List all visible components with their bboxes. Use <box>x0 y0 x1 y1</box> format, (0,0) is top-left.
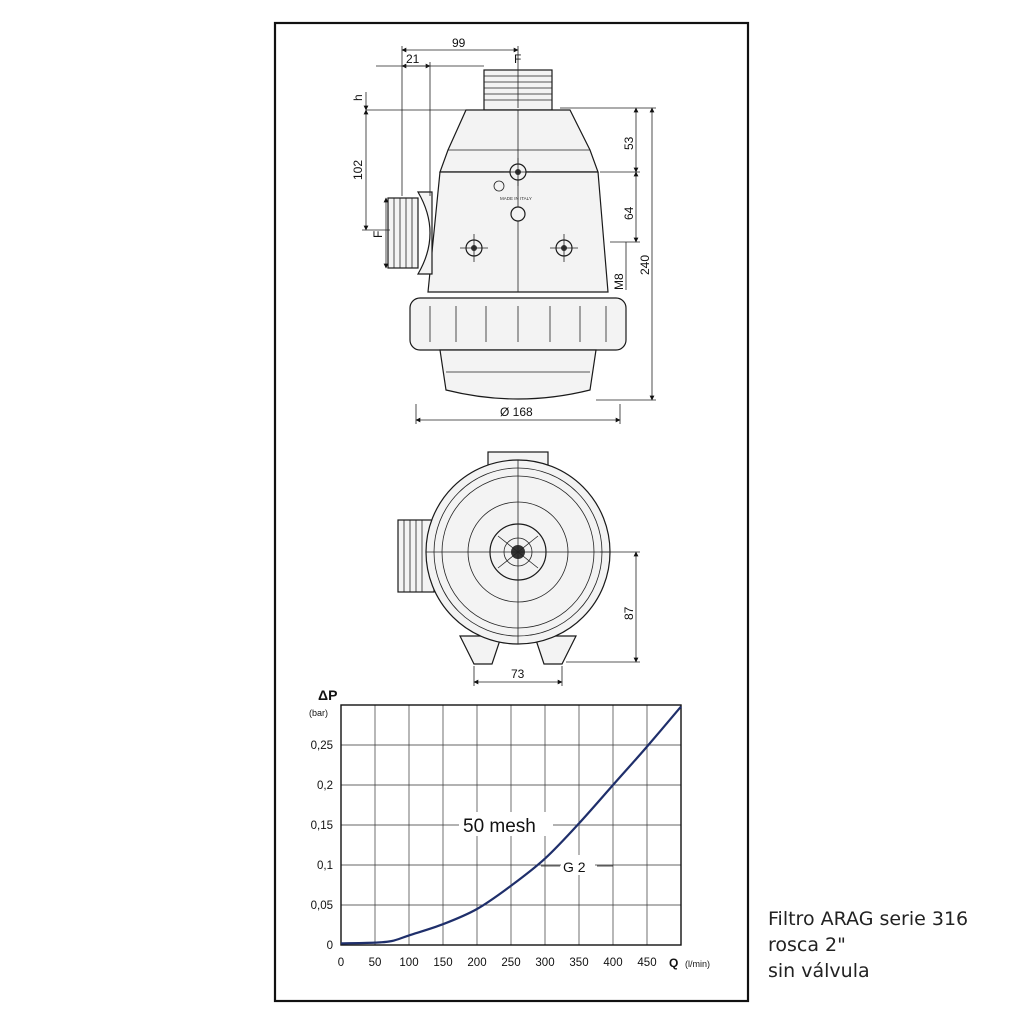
top-view-dimensions: 87 73 <box>473 551 640 686</box>
filter-top-view <box>397 451 611 665</box>
pressure-drop-chart: 0 50 100 150 200 250 300 350 400 450 0 0,05 0,1 0,15… <box>309 687 710 970</box>
filter-side-view: MADE IN ITALY <box>387 69 627 400</box>
product-caption: Filtro ARAG serie 316 rosca 2" sin válvu… <box>768 906 1018 984</box>
dim-h: h <box>351 94 365 101</box>
made-in-label: MADE IN ITALY <box>500 196 532 201</box>
dim-240: 240 <box>638 255 652 275</box>
dim-168: Ø 168 <box>500 405 533 419</box>
dim-m8: M8 <box>612 273 626 290</box>
x-tick-label: 150 <box>433 957 452 969</box>
y-tick-label: 0,15 <box>311 820 333 832</box>
y-tick-labels: 0 0,05 0,1 0,15 0,2 0,25 <box>311 740 333 952</box>
dim-99: 99 <box>452 36 466 50</box>
x-tick-label: 350 <box>569 957 588 969</box>
side-view-dimensions: 99 21 F h 102 F 53 64 M8 240 Ø 168 <box>351 36 656 424</box>
chart-plot-area <box>340 704 682 946</box>
y-axis-unit: (bar) <box>309 708 328 718</box>
dim-f-top: F <box>514 52 521 66</box>
caption-line-3: sin válvula <box>768 960 870 982</box>
x-tick-label: 200 <box>467 957 486 969</box>
x-tick-label: 400 <box>603 957 622 969</box>
x-tick-label: 100 <box>399 957 418 969</box>
mesh-annotation: 50 mesh <box>463 816 536 837</box>
x-tick-label: 0 <box>338 957 344 969</box>
dim-21: 21 <box>406 52 420 66</box>
dim-87: 87 <box>622 606 636 620</box>
y-tick-label: 0,2 <box>317 780 333 792</box>
bolt-icon <box>550 234 578 262</box>
bolt-icon <box>460 234 488 262</box>
y-tick-label: 0,25 <box>311 740 333 752</box>
x-tick-label: 50 <box>369 957 382 969</box>
x-tick-label: 250 <box>501 957 520 969</box>
caption-line-1: Filtro ARAG serie 316 <box>768 908 969 930</box>
x-axis-label: Q <box>669 956 678 970</box>
dim-102: 102 <box>351 160 365 180</box>
dim-53: 53 <box>622 136 636 150</box>
dim-73: 73 <box>511 667 525 681</box>
caption-line-2: rosca 2" <box>768 934 846 956</box>
y-tick-label: 0 <box>327 940 333 952</box>
dim-f-side: F <box>371 231 385 238</box>
y-tick-label: 0,1 <box>317 860 333 872</box>
x-tick-labels: 0 50 100 150 200 250 300 350 400 450 <box>338 957 657 969</box>
thread-annotation: G 2 <box>563 859 586 875</box>
y-axis-label: ΔP <box>318 687 337 703</box>
x-tick-label: 300 <box>535 957 554 969</box>
dim-64: 64 <box>622 206 636 220</box>
bolt-icon <box>504 158 532 186</box>
pressure-drop-curve <box>340 705 682 945</box>
x-axis-unit: (l/min) <box>685 959 710 969</box>
x-tick-label: 450 <box>637 957 656 969</box>
y-tick-label: 0,05 <box>311 900 333 912</box>
drawing-frame <box>273 21 750 1003</box>
